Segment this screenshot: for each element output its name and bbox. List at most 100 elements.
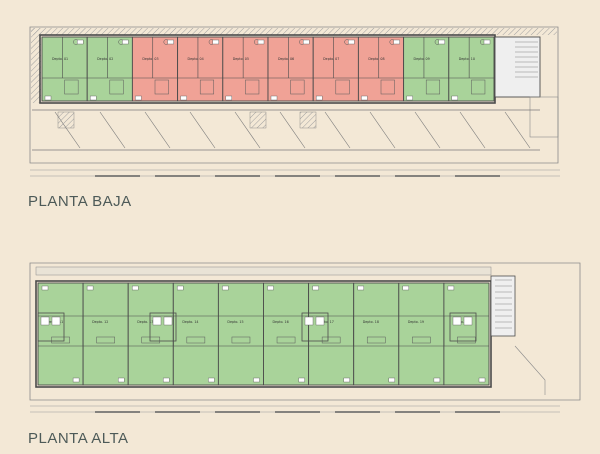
room-tag <box>86 285 94 291</box>
room-tag <box>402 285 409 291</box>
room-tag <box>361 95 368 101</box>
room-tag <box>222 285 229 291</box>
kitchen-counter <box>109 79 124 95</box>
site-edge <box>514 345 546 395</box>
room-tag <box>343 377 350 383</box>
bathroom-core <box>149 312 177 342</box>
parking-stall-line <box>324 111 351 149</box>
planta-alta-title: PLANTA ALTA <box>28 430 129 447</box>
unit-label: Depto. 19 <box>408 320 424 324</box>
unit-label: Depto. 07 <box>323 57 339 61</box>
room-tag <box>89 95 97 101</box>
room-tag <box>122 39 129 45</box>
kitchen-counter <box>276 336 296 344</box>
room-tag <box>72 377 80 383</box>
kitchen-counter <box>425 79 441 95</box>
kitchen-counter <box>366 336 386 344</box>
room-tag <box>303 39 310 45</box>
kitchen-counter <box>245 79 260 95</box>
kitchen-counter <box>96 336 115 344</box>
site-outline <box>29 262 581 401</box>
unit-label: Depto. 17 <box>318 320 334 324</box>
unit-label: Depto. 03 <box>142 57 158 61</box>
unit-footprint <box>217 282 264 386</box>
parking-stall-line <box>504 111 531 149</box>
room-tag <box>451 95 458 101</box>
ramp-hatch <box>299 111 317 129</box>
unit-label: Depto. 18 <box>363 320 379 324</box>
parking-stall-line <box>99 111 126 149</box>
access-ramp <box>529 96 559 138</box>
ramp-hatch <box>57 111 75 129</box>
sanitary-fixture <box>463 316 473 326</box>
parking-stall-line <box>369 111 396 149</box>
kitchen-counter <box>380 79 395 95</box>
unit-label: Depto. 10 <box>459 57 475 61</box>
unit-label: Depto. 02 <box>97 57 113 61</box>
unit-footprint <box>353 282 400 386</box>
unit-label: Depto. 16 <box>273 320 289 324</box>
planta-baja-plan: Depto. 01 Depto. 02 Depto. 03 Depto. 04 Dept… <box>29 26 560 177</box>
sanitary-fixture <box>51 316 61 326</box>
sanitary-fixture <box>304 316 314 326</box>
room-tag <box>41 285 49 291</box>
unit-footprint <box>37 282 84 386</box>
sanitary-fixture <box>152 316 162 326</box>
room-tag <box>208 377 215 383</box>
room-tag <box>163 377 170 383</box>
kitchen-counter <box>64 79 79 95</box>
room-tag <box>438 39 445 45</box>
unit-label: Depto. 08 <box>368 57 384 61</box>
sanitary-fixture <box>40 316 50 326</box>
kitchen-counter <box>335 79 350 95</box>
room-tag <box>447 285 455 291</box>
unit-footprint <box>443 282 490 386</box>
unit-label: Depto. 06 <box>278 57 294 61</box>
unit-label: Depto. 05 <box>233 57 249 61</box>
unit-label: Depto. 12 <box>92 320 108 324</box>
kitchen-counter <box>51 336 70 344</box>
room-tag <box>212 39 220 45</box>
room-tag <box>388 377 395 383</box>
room-tag <box>180 95 187 101</box>
room-tag <box>393 39 400 45</box>
parking-stall-line <box>144 111 171 149</box>
roof-strip <box>35 266 492 276</box>
kitchen-counter <box>321 336 341 344</box>
parking-stall-line <box>189 111 216 149</box>
sanitary-fixture <box>452 316 462 326</box>
room-tag <box>76 39 84 45</box>
unit-footprint <box>172 282 219 386</box>
room-tag <box>357 285 364 291</box>
stair-block <box>490 275 516 337</box>
unit-footprint <box>263 282 310 386</box>
room-tag <box>406 95 413 101</box>
sanitary-fixture <box>315 316 325 326</box>
unit-footprint <box>82 282 129 386</box>
kitchen-counter <box>471 79 486 95</box>
room-tag <box>177 285 184 291</box>
parking-stall-line <box>279 111 306 149</box>
room-tag <box>298 377 305 383</box>
unit-label: Depto. 04 <box>188 57 204 61</box>
kitchen-counter <box>154 79 169 95</box>
kitchen-counter <box>412 336 431 344</box>
perimeter-hatch <box>31 28 557 35</box>
room-tag <box>257 39 265 45</box>
room-tag <box>225 95 233 101</box>
room-tag <box>433 377 441 383</box>
room-tag <box>131 285 139 291</box>
kitchen-counter <box>290 79 305 95</box>
unit-label: Depto. 01 <box>52 57 68 61</box>
perimeter-hatch <box>31 28 41 103</box>
room-tag <box>316 95 323 101</box>
site-outline <box>29 26 559 164</box>
kitchen-counter <box>186 336 206 344</box>
room-tag <box>44 95 52 101</box>
parking-stall-line <box>459 111 486 149</box>
room-tag <box>267 285 274 291</box>
room-tag <box>117 377 125 383</box>
kitchen-counter <box>199 79 215 95</box>
